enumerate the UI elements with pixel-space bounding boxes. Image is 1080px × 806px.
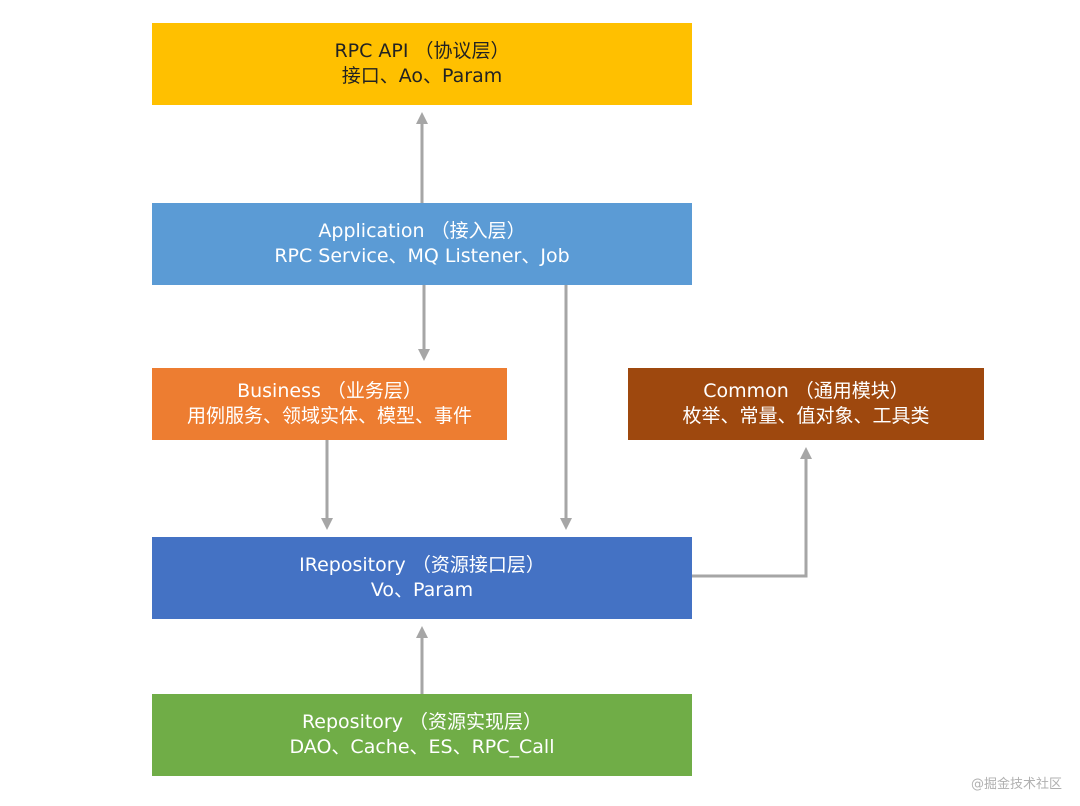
repository-subtitle: DAO、Cache、ES、RPC_Call [289, 736, 555, 758]
common-title: Common （通用模块） [703, 380, 909, 402]
irepository-layer-box: IRepository （资源接口层） Vo、Param [152, 537, 692, 619]
watermark: @掘金技术社区 [970, 777, 1062, 792]
irepository-subtitle: Vo、Param [370, 579, 474, 601]
common-module-box: Common （通用模块） 枚举、常量、值对象、工具类 [628, 368, 984, 440]
repository-layer-box: Repository （资源实现层） DAO、Cache、ES、RPC_Call [152, 694, 692, 776]
rpc-api-title: RPC API （协议层） [334, 40, 510, 62]
application-layer-box: Application （接入层） RPC Service、MQ Listene… [152, 203, 692, 285]
business-layer-box: Business （业务层） 用例服务、领域实体、模型、事件 [152, 368, 507, 440]
repository-title: Repository （资源实现层） [301, 711, 543, 733]
rpc-api-subtitle: 接口、Ao、Param [341, 65, 503, 87]
irepository-title: IRepository （资源接口层） [299, 554, 545, 576]
business-subtitle: 用例服务、领域实体、模型、事件 [186, 405, 472, 427]
business-title: Business （业务层） [237, 380, 422, 402]
common-subtitle: 枚举、常量、值对象、工具类 [682, 405, 930, 427]
arrow-irepository-to-common [692, 447, 812, 578]
application-title: Application （接入层） [318, 220, 526, 242]
application-subtitle: RPC Service、MQ Listener、Job [274, 245, 570, 267]
rpc-api-layer-box: RPC API （协议层） 接口、Ao、Param [152, 23, 692, 105]
